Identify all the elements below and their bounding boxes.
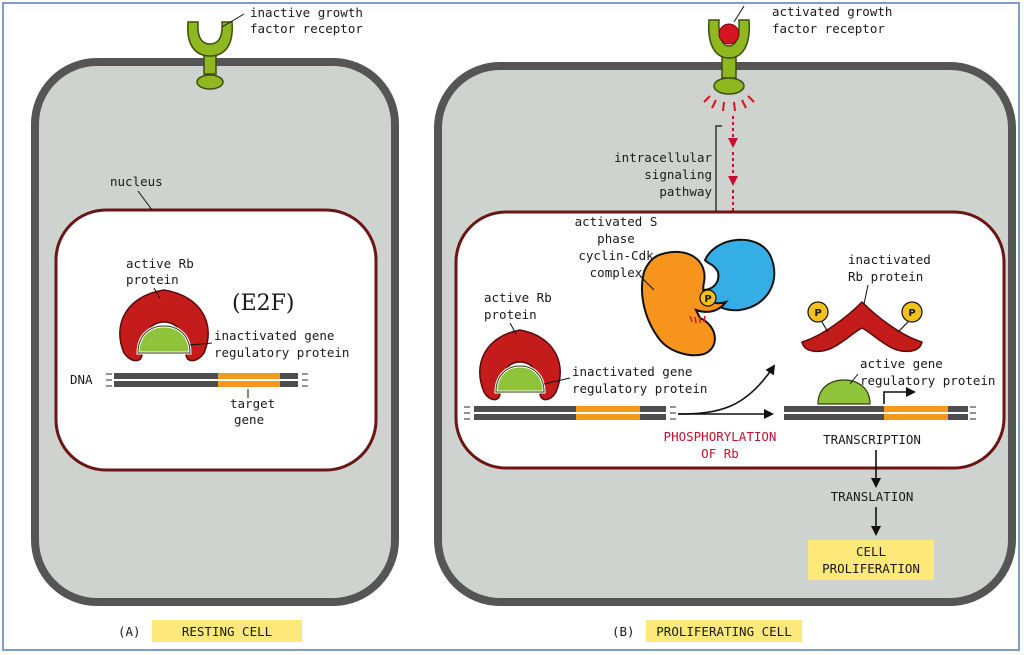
cell-proliferation-label: CELL [856,544,886,559]
inactivated-rb-protein [801,300,923,353]
svg-text:factor receptor: factor receptor [250,21,363,36]
signaling-label: intracellular [614,150,712,165]
svg-text:protein: protein [484,307,537,322]
caption-letter-a: (A) [118,624,141,639]
activated-receptor-icon [703,19,755,112]
e2f-label: (E2F) [232,291,295,316]
dna-b-left [464,406,676,420]
svg-text:regulatory protein: regulatory protein [860,373,995,388]
dna-a [106,373,308,387]
svg-text:PROLIFERATION: PROLIFERATION [822,561,920,576]
transcription-start-arrow [883,387,916,404]
cdk-icon [640,251,729,357]
caption-badge-b [646,620,802,642]
active-e2f-protein [817,379,871,405]
svg-text:cyclin-Cdk: cyclin-Cdk [578,248,654,263]
svg-text:signaling: signaling [644,167,712,182]
phosphate-right-icon [901,301,923,323]
svg-text:gene: gene [234,412,264,427]
panel-a-resting-cell: inactive growth factor receptor nucleus … [31,5,399,642]
svg-text:P: P [814,308,821,319]
cell-proliferation-box [808,540,934,580]
gene-reg-label-b: inactivated gene [572,364,692,379]
transcription-label: TRANSCRIPTION [823,432,921,447]
svg-text:P: P [704,294,711,305]
caption-badge-a [152,620,302,642]
rb-label-b: active Rb [484,290,552,305]
cyclin-icon [700,238,776,312]
phosphate-left-icon [807,301,829,323]
svg-text:regulatory protein: regulatory protein [214,345,349,360]
nucleus-label: nucleus [110,174,163,189]
phosphorylation-label: PHOSPHORYLATION [664,429,777,444]
dna-b-right [784,406,976,420]
svg-text:complex: complex [590,265,643,280]
svg-text:P: P [908,308,915,319]
svg-text:pathway: pathway [659,184,712,199]
caption-b: PROLIFERATING CELL [656,624,791,639]
cdk-label: activated S [575,214,658,229]
svg-text:OF Rb: OF Rb [701,446,739,461]
dna-label: DNA [70,372,93,387]
receptor-label-a: inactive growth [250,5,363,20]
panel-b-proliferating-cell: activated growth factor receptor intrace… [434,4,1016,642]
target-gene-label: target [230,396,275,411]
svg-text:regulatory protein: regulatory protein [572,381,707,396]
svg-text:phase: phase [597,231,635,246]
svg-text:protein: protein [126,272,179,287]
svg-text:Rb protein: Rb protein [848,269,923,284]
active-gene-label: active gene [860,356,943,371]
receptor-label-b: activated growth [772,4,892,19]
svg-text:factor receptor: factor receptor [772,21,885,36]
inactive-receptor-icon [187,21,233,90]
nucleus-a [54,208,378,472]
phosphate-icon [699,289,717,307]
translation-label: TRANSLATION [831,489,914,504]
caption-letter-b: (B) [612,624,635,639]
rb-label-a: active Rb [126,256,194,271]
gene-reg-label-a: inactivated gene [214,328,334,343]
inactivated-rb-label: inactivated [848,252,931,267]
caption-a: RESTING CELL [182,624,272,639]
